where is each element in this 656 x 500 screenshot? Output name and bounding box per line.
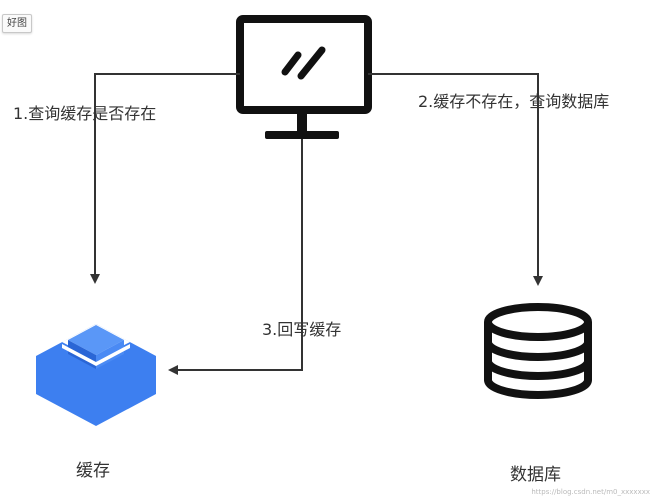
edge-label-query-cache: 1.查询缓存是否存在 [13,104,157,123]
cache-label: 缓存 [76,461,110,481]
edge-query-db [368,73,543,286]
database-label: 数据库 [510,465,561,485]
edge-label-query-db: 2.缓存不存在，查询数据库 [418,92,610,111]
image-tag[interactable]: 好图 [2,14,32,33]
edge-query-cache [90,73,240,284]
monitor-icon [236,15,372,139]
database-icon [484,303,592,399]
edge-write-back [168,139,303,375]
watermark: https://blog.csdn.net/m0_xxxxxxx [531,488,650,496]
edge-label-write-back: 3.回写缓存 [262,320,342,339]
cache-box-icon [36,324,156,426]
